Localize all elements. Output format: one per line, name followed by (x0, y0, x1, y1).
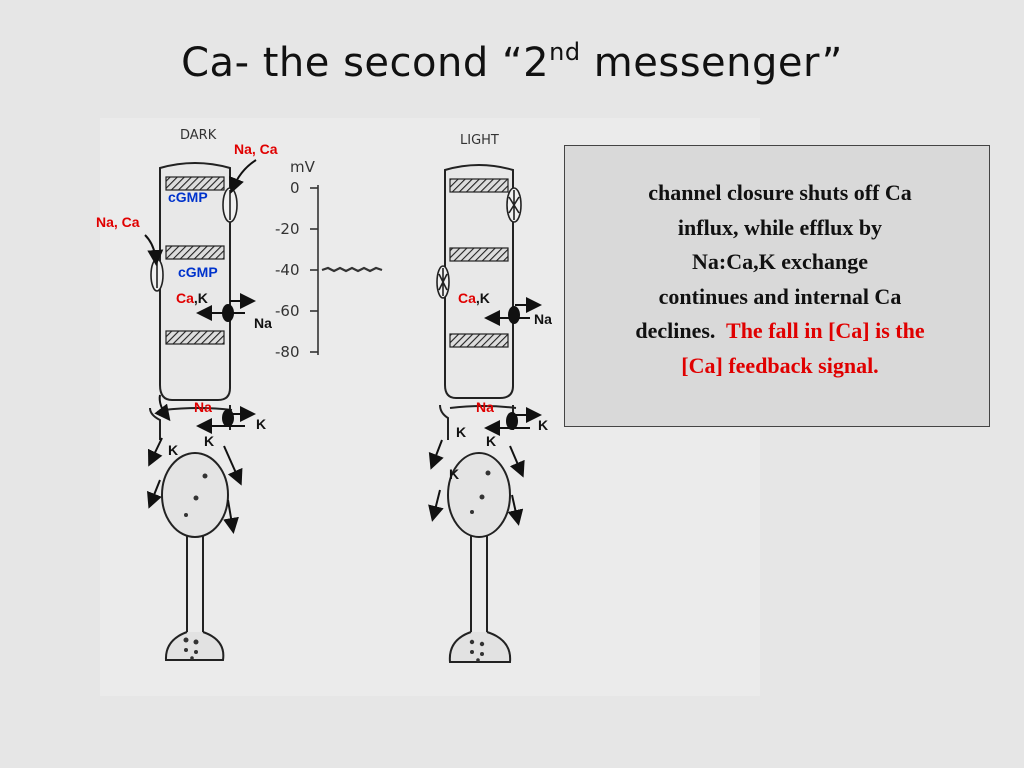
light-discs (449, 178, 509, 348)
dark-ca-label: Ca (176, 290, 194, 306)
light-k-left-label: K (456, 424, 466, 440)
voltage-axis (310, 185, 319, 355)
dark-k-label: ,K (194, 290, 208, 306)
dark-k-mid-label: K (204, 433, 214, 449)
title-suffix: messenger” (580, 40, 843, 86)
tick-minus-60: -60 (275, 302, 300, 320)
dark-cgmp-label-2: cGMP (178, 264, 218, 280)
title-prefix: Ca- the second “2 (181, 40, 550, 86)
tick-minus-20: -20 (275, 220, 300, 238)
dark-nucleus-dots (183, 473, 208, 660)
dark-channel-top-icon (222, 187, 238, 223)
explanation-line-5: declines. The fall in [Ca] is the (585, 314, 975, 349)
light-label: LIGHT (460, 133, 499, 148)
light-pumps (506, 306, 520, 430)
light-k-mid-label: K (486, 433, 496, 449)
dark-channel-side-icon (150, 258, 164, 292)
light-na-out-label: Na (534, 311, 552, 327)
explanation-line-2: influx, while efflux by (677, 214, 883, 240)
units-label: mV (290, 158, 316, 176)
dark-top-ions-label: Na, Ca (234, 141, 278, 157)
tick-minus-40: -40 (275, 261, 300, 279)
dark-pumps (222, 304, 234, 427)
dark-na-out-label: Na (254, 315, 272, 331)
dark-side-ions-label: Na, Ca (96, 214, 140, 230)
dark-na-inner-label: Na (194, 399, 212, 415)
explanation-line-1: channel closure shuts off Ca (648, 180, 912, 205)
dark-k-left-label: K (168, 442, 178, 458)
explanation-declines: declines. (635, 318, 716, 343)
explanation-highlight-1: The fall in [Ca] is the (726, 318, 925, 343)
dark-ca-k-label: Ca,K (176, 290, 208, 306)
dark-k-right-label: K (256, 416, 266, 432)
light-channel-side-closed-icon (436, 265, 450, 299)
light-k-low-label: K (449, 466, 459, 482)
light-na-inner-label: Na (476, 399, 494, 415)
explanation-highlight-2: [Ca] feedback signal. (681, 352, 879, 378)
explanation-box: channel closure shuts off Ca influx, whi… (564, 145, 990, 427)
light-k-label: ,K (476, 290, 490, 306)
dark-cgmp-label-1: cGMP (168, 189, 208, 205)
dark-discs (165, 176, 225, 345)
membrane-potential-trace (321, 266, 383, 273)
slide-title: Ca- the second “2nd messenger” (0, 38, 1024, 86)
dark-cell (149, 162, 233, 661)
tick-0: 0 (290, 179, 300, 197)
light-k-right-label: K (538, 417, 548, 433)
explanation-line-4: continues and internal Ca (658, 283, 902, 309)
light-nucleus-dots (469, 470, 491, 662)
explanation-text: channel closure shuts off Ca influx, whi… (585, 176, 975, 383)
dark-label: DARK (180, 128, 217, 143)
explanation-line-3: Na:Ca,K exchange (692, 249, 868, 274)
tick-minus-80: -80 (275, 343, 300, 361)
light-channel-top-closed-icon (506, 187, 522, 223)
light-ca-k-label: Ca,K (458, 290, 490, 306)
light-arrows (428, 297, 542, 526)
light-ca-label: Ca (458, 290, 476, 306)
title-superscript: nd (549, 38, 581, 66)
